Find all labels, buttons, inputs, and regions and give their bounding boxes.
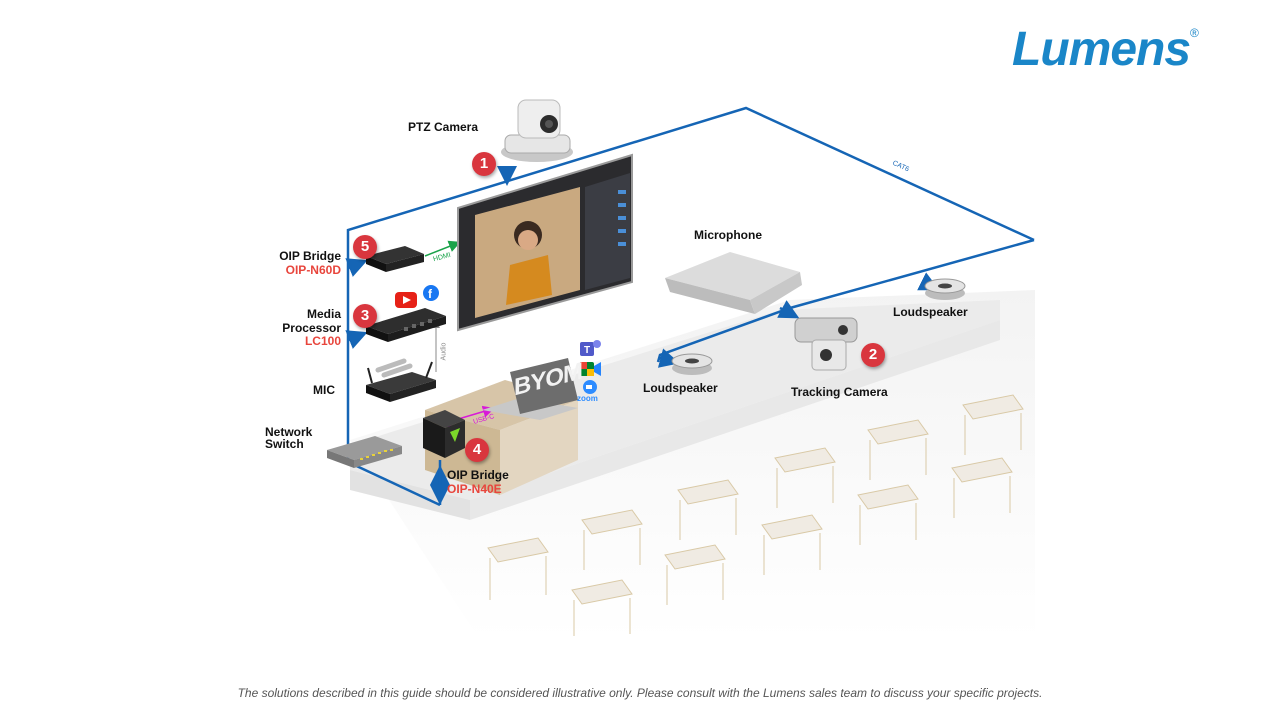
teams-icon: T (580, 340, 601, 356)
loudspeaker-right-device (924, 278, 966, 300)
tracking-camera-device (794, 317, 858, 371)
network-switch-label-line1: Network (265, 425, 313, 439)
audio-label: Audio (440, 342, 448, 361)
oip-n60d-model: OIP-N60D (285, 263, 341, 277)
loudspeaker-left-device (671, 353, 713, 375)
google-meet-icon (580, 362, 601, 376)
oip-n40e-label: OIP Bridge (447, 468, 509, 482)
disclaimer-footer: The solutions described in this guide sh… (237, 686, 1043, 700)
svg-text:f: f (428, 287, 433, 301)
zoom-label: zoom (577, 394, 598, 403)
tracking-camera-label: Tracking Camera (791, 385, 888, 399)
svg-text:T: T (584, 345, 590, 356)
desk (962, 394, 1024, 455)
display-screen (457, 153, 633, 332)
desk (761, 514, 823, 575)
desk (951, 457, 1013, 518)
badge-tracking-camera: 2 (861, 343, 885, 367)
badge-media-processor: 3 (353, 304, 377, 328)
microphone-label: Microphone (694, 228, 762, 242)
microphone-panel (665, 252, 802, 314)
badge-oip-n40e: 4 (465, 438, 489, 462)
media-processor-label-line2: Processor (282, 321, 341, 335)
desk (664, 544, 726, 605)
loudspeaker-left-label: Loudspeaker (643, 381, 718, 395)
mic-label: MIC (313, 383, 335, 397)
media-processor-model: LC100 (304, 334, 341, 348)
network-switch-label-line2: Switch (265, 437, 304, 451)
oip-n40e-model: OIP-N40E (447, 482, 502, 496)
loudspeaker-right-label: Loudspeaker (893, 305, 968, 319)
student-desks (487, 394, 1024, 636)
youtube-icon (395, 292, 417, 308)
lumens-logo: Lumens® (1012, 22, 1199, 77)
badge-oip-n60d: 5 (353, 235, 377, 259)
desk (774, 447, 836, 508)
badge-ptz-camera: 1 (472, 152, 496, 176)
oip-n60d-label: OIP Bridge (279, 249, 341, 263)
ptz-camera-label: PTZ Camera (408, 120, 479, 134)
mic-receiver-device (366, 358, 436, 402)
hdmi-line (424, 240, 461, 257)
desk (581, 509, 643, 570)
network-switch-device (327, 436, 402, 468)
ptz-camera-device (501, 99, 573, 162)
oip-n40e-device (423, 410, 465, 458)
desk (487, 537, 549, 600)
desk (677, 479, 739, 540)
desk (571, 579, 633, 636)
logo-text: Lumens (1012, 23, 1191, 76)
cat6-network-lines (345, 106, 1035, 507)
registered-mark: ® (1190, 26, 1199, 40)
media-processor-label-line1: Media (306, 307, 341, 321)
zoom-icon (583, 380, 597, 394)
desk (867, 419, 929, 480)
laptop-device (482, 358, 578, 420)
oip-n60d-device (366, 246, 424, 272)
facebook-icon: f (423, 285, 439, 301)
lc100-device (366, 308, 446, 342)
desk (857, 484, 919, 545)
